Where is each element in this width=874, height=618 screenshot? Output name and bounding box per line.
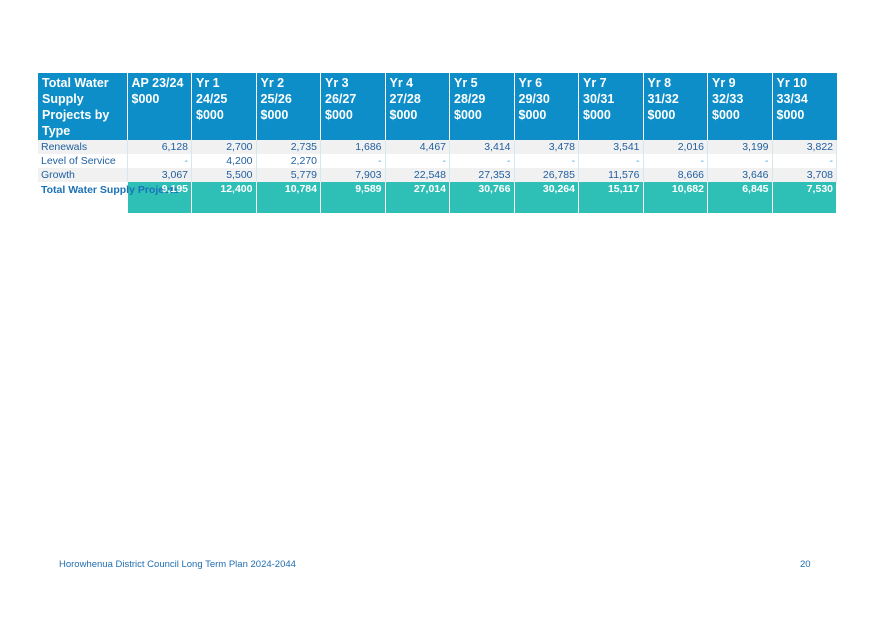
table-cell: 11,576 <box>578 168 644 182</box>
header-year-2: Yr 1 24/25 $000 <box>191 73 257 140</box>
table-cell: 3,067 <box>127 168 192 182</box>
table-cell: - <box>772 154 837 168</box>
header-year-1: AP 23/24 $000 <box>127 73 192 140</box>
table-cell: 5,500 <box>191 168 257 182</box>
table-cell: - <box>449 154 515 168</box>
total-cell: 12,400 <box>191 182 257 213</box>
header-year-7: Yr 6 29/30 $000 <box>514 73 579 140</box>
table-cell: 8,666 <box>643 168 708 182</box>
footer-document-title: Horowhenua District Council Long Term Pl… <box>59 559 296 570</box>
total-cell: 15,117 <box>578 182 644 213</box>
table-cell: 22,548 <box>385 168 450 182</box>
row-label: Renewals <box>38 140 128 154</box>
table-cell: 3,199 <box>707 140 773 154</box>
total-cell: 7,530 <box>772 182 837 213</box>
table-cell: 6,128 <box>127 140 192 154</box>
table-cell: 3,541 <box>578 140 644 154</box>
header-year-5: Yr 4 27/28 $000 <box>385 73 450 140</box>
table-cell: 2,735 <box>256 140 321 154</box>
total-cell: 27,014 <box>385 182 450 213</box>
table-cell: 4,467 <box>385 140 450 154</box>
header-year-6: Yr 5 28/29 $000 <box>449 73 515 140</box>
table-cell: 2,016 <box>643 140 708 154</box>
table-cell: - <box>578 154 644 168</box>
page-number: 20 <box>800 559 811 570</box>
total-cell: 30,264 <box>514 182 579 213</box>
table-cell: 3,414 <box>449 140 515 154</box>
table-cell: - <box>385 154 450 168</box>
header-year-8: Yr 7 30/31 $000 <box>578 73 644 140</box>
table-cell: - <box>320 154 386 168</box>
header-year-4: Yr 3 26/27 $000 <box>320 73 386 140</box>
table-cell: 27,353 <box>449 168 515 182</box>
table-cell: 4,200 <box>191 154 257 168</box>
table-cell: 2,270 <box>256 154 321 168</box>
table-cell: 1,686 <box>320 140 386 154</box>
table-cell: 3,478 <box>514 140 579 154</box>
table-cell: - <box>707 154 773 168</box>
total-label: Total Water Supply Projects <box>38 182 179 213</box>
table-cell: 26,785 <box>514 168 579 182</box>
row-label: Growth <box>38 168 128 182</box>
header-year-3: Yr 2 25/26 $000 <box>256 73 321 140</box>
total-cell: 9,589 <box>320 182 386 213</box>
total-cell: 30,766 <box>449 182 515 213</box>
total-cell: 10,784 <box>256 182 321 213</box>
total-cell: 10,682 <box>643 182 708 213</box>
row-label: Level of Service <box>38 154 128 168</box>
header-year-9: Yr 8 31/32 $000 <box>643 73 708 140</box>
table-cell: 7,903 <box>320 168 386 182</box>
header-year-10: Yr 9 32/33 $000 <box>707 73 773 140</box>
total-cell: 6,845 <box>707 182 773 213</box>
header-category: Total Water Supply Projects by Type <box>38 73 128 140</box>
table-cell: - <box>643 154 708 168</box>
table-cell: 2,700 <box>191 140 257 154</box>
table-cell: - <box>514 154 579 168</box>
table-cell: 3,646 <box>707 168 773 182</box>
total-cell: 9,195 <box>127 182 192 213</box>
table-cell: - <box>127 154 192 168</box>
table-cell: 5,779 <box>256 168 321 182</box>
header-year-11: Yr 10 33/34 $000 <box>772 73 837 140</box>
table-cell: 3,708 <box>772 168 837 182</box>
table-cell: 3,822 <box>772 140 837 154</box>
